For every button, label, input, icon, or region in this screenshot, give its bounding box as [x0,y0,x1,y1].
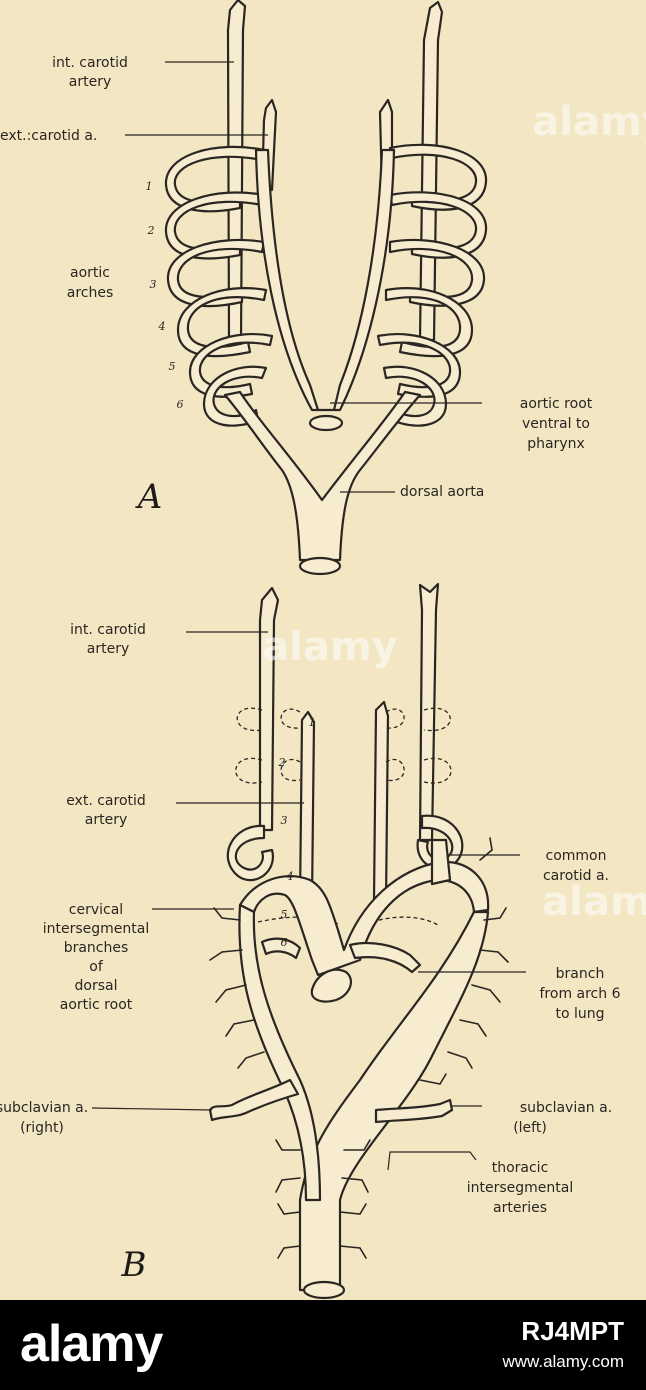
panel-a-aortic-root-label-2: ventral to [522,416,590,432]
panel-b-cervical-label-4: of [89,959,104,975]
panel-b-cervical-label-5: dorsal [75,978,118,994]
panel-b-ext-carotid-label-1: ext. carotid [66,793,146,809]
panel-b-int-carotid-left [258,586,280,832]
panel-b-cervical-label-6: aortic root [60,997,133,1013]
panel-a-ext-carotid-label: ext.:carotid a. [0,128,97,144]
panel-a-root-limbs [254,148,396,412]
panel-a-arch-number-5: 5 [169,360,176,373]
panel-b-subclavian-left-label-2: (left) [513,1120,547,1136]
panel-a-dorsal-aorta [223,390,422,562]
footer-image-id: RJ4MPT [521,1316,624,1346]
panel-a-arch-number-6: 6 [177,398,184,411]
footer-url[interactable]: www.alamy.com [502,1352,624,1371]
panel-a-aortic-arches-label-1: aortic [70,265,110,281]
panel-b-aortic-sac-and-arch [238,860,490,977]
panel-b-int-carotid-label-1: int. carotid [70,622,146,638]
panel-b-branch-lung-label-3: to lung [555,1006,604,1022]
panel-a-int-carotid-label-2: artery [69,74,111,90]
aortic-arch-diagram: int. carotid artery ext.:carotid a. aort… [0,0,646,1300]
panel-b-arch-number-1: 1 [309,716,316,729]
panel-a-arch-number-2: 2 [147,224,155,237]
panel-b-labels: int. carotid artery ext. carotid artery … [0,622,621,1285]
panel-b-thoracic-label-3: arteries [493,1200,547,1216]
panel-b-ext-carotid-right [372,700,390,902]
panel-a-arch-number-4: 4 [158,320,166,333]
panel-b-arch-6-lung-branch [348,941,422,974]
panel-b-dorsal-root-right [238,903,322,1202]
panel-b-arch-number-5: 5 [281,908,288,921]
diagram-plate: int. carotid artery ext.:carotid a. aort… [0,0,646,1300]
panel-a-aortic-root-label-1: aortic root [520,396,593,412]
panel-b-subclavian-right-label-2: (right) [20,1120,64,1136]
watermark-1: alamy [532,99,646,145]
panel-a-aortic-root-label-3: pharynx [527,436,585,452]
panel-a-dorsal-aorta-label: dorsal aorta [400,484,484,500]
footer-logo[interactable]: alamy [20,1315,163,1373]
panel-b-subclavian-left [374,1098,454,1124]
panel-b-arch-number-4: 4 [286,870,294,883]
watermark-3: alamy [542,879,646,925]
panel-b-ext-carotid-left [298,710,316,902]
panel-b-cervical-label-3: branches [64,940,129,956]
panel-b-arch-6-left [260,937,302,960]
panel-a-aortic-arches-label-2: arches [67,285,114,301]
panel-b-common-carotid-label-1: common [546,848,607,864]
panel-b-figure [208,582,509,1300]
panel-b-subclavian-left-label-1: subclavian a. [520,1100,612,1116]
panel-b-int-carotid-label-2: artery [87,641,129,657]
panel-a-arch-number-3: 3 [150,278,157,291]
panel-a-figure [164,0,488,576]
panel-a-letter: A [135,477,163,517]
panel-b-subclavian-right [208,1078,300,1122]
panel-b-int-carotid-right [418,582,440,842]
panel-b-aorta-opening [302,1280,346,1300]
watermark-2: alamy [262,624,397,670]
panel-b-cervical-label-2: intersegmental [43,921,150,937]
panel-b-thoracic-label-2: intersegmental [467,1180,574,1196]
panel-b-branch-lung-label-2: from arch 6 [540,986,621,1002]
panel-a-arch-number-1: 1 [146,180,153,193]
panel-b-arch-number-6: 6 [281,936,288,949]
panel-b-arch-number-2: 2 [278,756,286,769]
panel-b-aortic-sac-opening [310,968,353,1003]
panel-b-arch-number-3: 3 [281,814,288,827]
panel-b-common-carotid-right [430,838,452,886]
panel-a-int-carotid-label-1: int. carotid [52,55,128,71]
panel-b-letter: B [121,1245,147,1285]
stock-photo-footer: alamy RJ4MPT www.alamy.com [0,1300,646,1390]
panel-b-intersegmental-arteries [209,837,509,1259]
panel-b-arch-3-left [226,824,275,882]
panel-a-arches-left [164,145,274,427]
panel-a-dorsal-aorta-opening [298,556,342,576]
panel-b-thoracic-label-1: thoracic [492,1160,549,1176]
panel-a-labels: int. carotid artery ext.:carotid a. aort… [0,55,593,517]
panel-b-subclavian-right-label-1: subclavian a. [0,1100,88,1116]
panel-a-aortic-root-opening [308,414,344,432]
panel-b-branch-lung-label-1: branch [556,966,605,982]
panel-b-cervical-label-1: cervical [69,902,123,918]
panel-b-ext-carotid-label-2: artery [85,812,127,828]
panel-b-common-carotid-label-2: carotid a. [543,868,609,884]
watermark-group: alamy alamy alamy [262,99,646,925]
